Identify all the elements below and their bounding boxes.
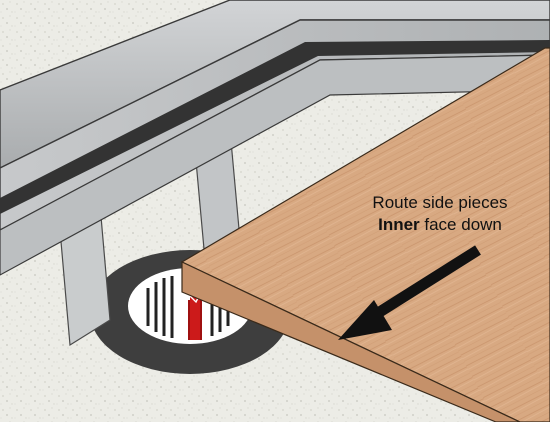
annotation-emphasis: Inner	[378, 215, 420, 234]
annotation-line-1: Route side pieces	[330, 192, 550, 214]
annotation-line-2-rest: face down	[420, 215, 502, 234]
annotation-label: Route side pieces Inner face down	[330, 192, 550, 236]
annotation-line-2: Inner face down	[330, 214, 550, 236]
